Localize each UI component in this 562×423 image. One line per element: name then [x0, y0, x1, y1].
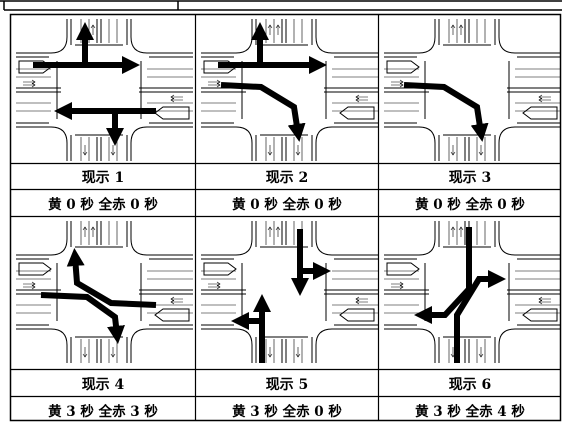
phase-3-diagram: [384, 19, 561, 161]
phase-1-label: 现示 1: [82, 170, 125, 186]
phase-5-diagram: [201, 221, 378, 363]
phase-2-label: 现示 2: [266, 170, 309, 186]
phase-1-timing: 黄 0 秒 全赤 0 秒: [48, 196, 158, 213]
phase-1-diagram: [16, 19, 193, 161]
phase-6-label: 现示 6: [449, 377, 492, 393]
phase-5-label: 现示 5: [266, 377, 309, 393]
phase-3-timing: 黄 0 秒 全赤 0 秒: [415, 196, 525, 213]
phase-3-label: 现示 3: [449, 170, 492, 186]
phase-6-diagram: [384, 221, 561, 363]
phase-4-diagram: [16, 221, 193, 363]
phase-2-timing: 黄 0 秒 全赤 0 秒: [232, 196, 342, 213]
phase-2-diagram: [201, 19, 378, 161]
phase-4-label: 现示 4: [82, 377, 125, 393]
table-top-strip: [0, 1, 562, 10]
phase-5-timing: 黄 3 秒 全赤 0 秒: [232, 403, 342, 420]
phase-6-timing: 黄 3 秒 全赤 4 秒: [415, 403, 525, 420]
phase-4-timing: 黄 3 秒 全赤 3 秒: [48, 403, 158, 420]
